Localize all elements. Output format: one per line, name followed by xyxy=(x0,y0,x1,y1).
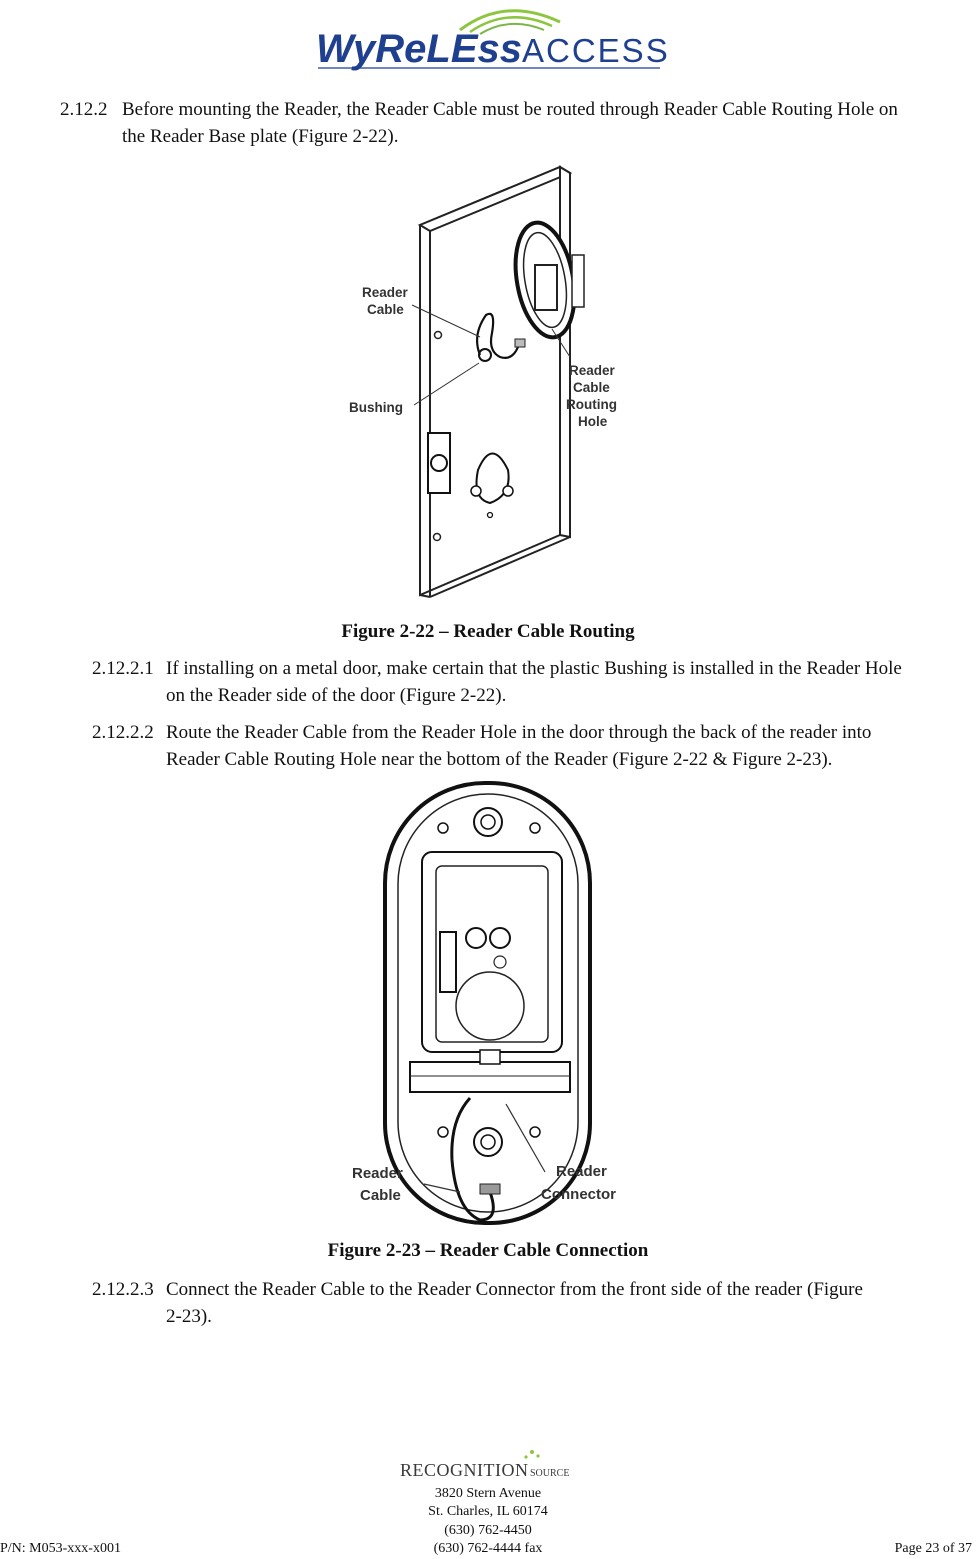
footer-logo: RECOGNITION SOURCE xyxy=(398,1448,580,1484)
footer-address-line1: 3820 Stern Avenue xyxy=(434,1486,542,1501)
section-text-line1: Before mounting the Reader, the Reader C… xyxy=(122,99,898,120)
section-text-line2: Reader Cable Routing Hole near the botto… xyxy=(166,749,833,770)
figure-2-23-caption: Figure 2-23 – Reader Cable Connection xyxy=(327,1240,649,1261)
footer-address-line2: St. Charles, IL 60174 xyxy=(428,1504,548,1519)
label-routing-cable: Cable xyxy=(573,380,610,395)
section-text-line1: Route the Reader Cable from the Reader H… xyxy=(166,722,872,743)
figure-2-22: Reader Cable Bushing Reader Cable Routin… xyxy=(340,165,640,605)
section-text-line2: on the Reader side of the door (Figure 2… xyxy=(166,685,507,706)
footer-fax: (630) 762-4444 fax xyxy=(433,1541,543,1556)
section-number: 2.12.2 xyxy=(60,99,108,120)
logo-wyreless-text: WyReLEss xyxy=(316,27,522,71)
section-text-line1: If installing on a metal door, make cert… xyxy=(166,658,902,679)
reader-back-illustration: Reader Cable Reader Connector xyxy=(352,781,616,1225)
door-reader-illustration: Reader Cable Bushing Reader Cable Routin… xyxy=(349,165,617,598)
section-number: 2.12.2.2 xyxy=(92,722,154,743)
logo-source-text: SOURCE xyxy=(530,1468,569,1479)
label-routing-reader: Reader xyxy=(569,363,616,378)
recognition-source-logo: RECOGNITION SOURCE xyxy=(400,1450,569,1480)
footer-page-number: Page 23 of 37 xyxy=(894,1541,972,1556)
section-number: 2.12.2.3 xyxy=(92,1279,154,1300)
label-cable: Cable xyxy=(360,1187,401,1204)
header-logo: WyReLEss ACCESS xyxy=(310,2,670,78)
label-routing-hole: Hole xyxy=(578,414,608,429)
label-reader: Reader xyxy=(362,285,409,300)
footer-phone: (630) 762-4450 xyxy=(444,1523,532,1538)
label-connector: Connector xyxy=(541,1186,616,1203)
label-connector-reader: Reader xyxy=(556,1163,607,1180)
footer-part-number: P/N: M053-xxx-x001 xyxy=(0,1541,121,1556)
wyreless-logo-graphic: WyReLEss ACCESS xyxy=(316,9,670,71)
logo-recognition-text: RECOGNITION xyxy=(400,1460,529,1480)
logo-access-text: ACCESS xyxy=(522,32,670,69)
label-reader: Reader xyxy=(352,1165,403,1182)
section-text-line2: the Reader Base plate (Figure 2-22). xyxy=(122,126,399,147)
label-bushing: Bushing xyxy=(349,400,403,415)
section-number: 2.12.2.1 xyxy=(92,658,154,679)
section-text-line2: 2-23). xyxy=(166,1306,212,1327)
section-text-line1: Connect the Reader Cable to the Reader C… xyxy=(166,1279,863,1300)
figure-2-22-caption: Figure 2-22 – Reader Cable Routing xyxy=(341,621,635,642)
figure-2-23: Reader Cable Reader Connector xyxy=(340,780,650,1230)
label-routing-routing: Routing xyxy=(566,397,617,412)
label-cable: Cable xyxy=(367,302,404,317)
